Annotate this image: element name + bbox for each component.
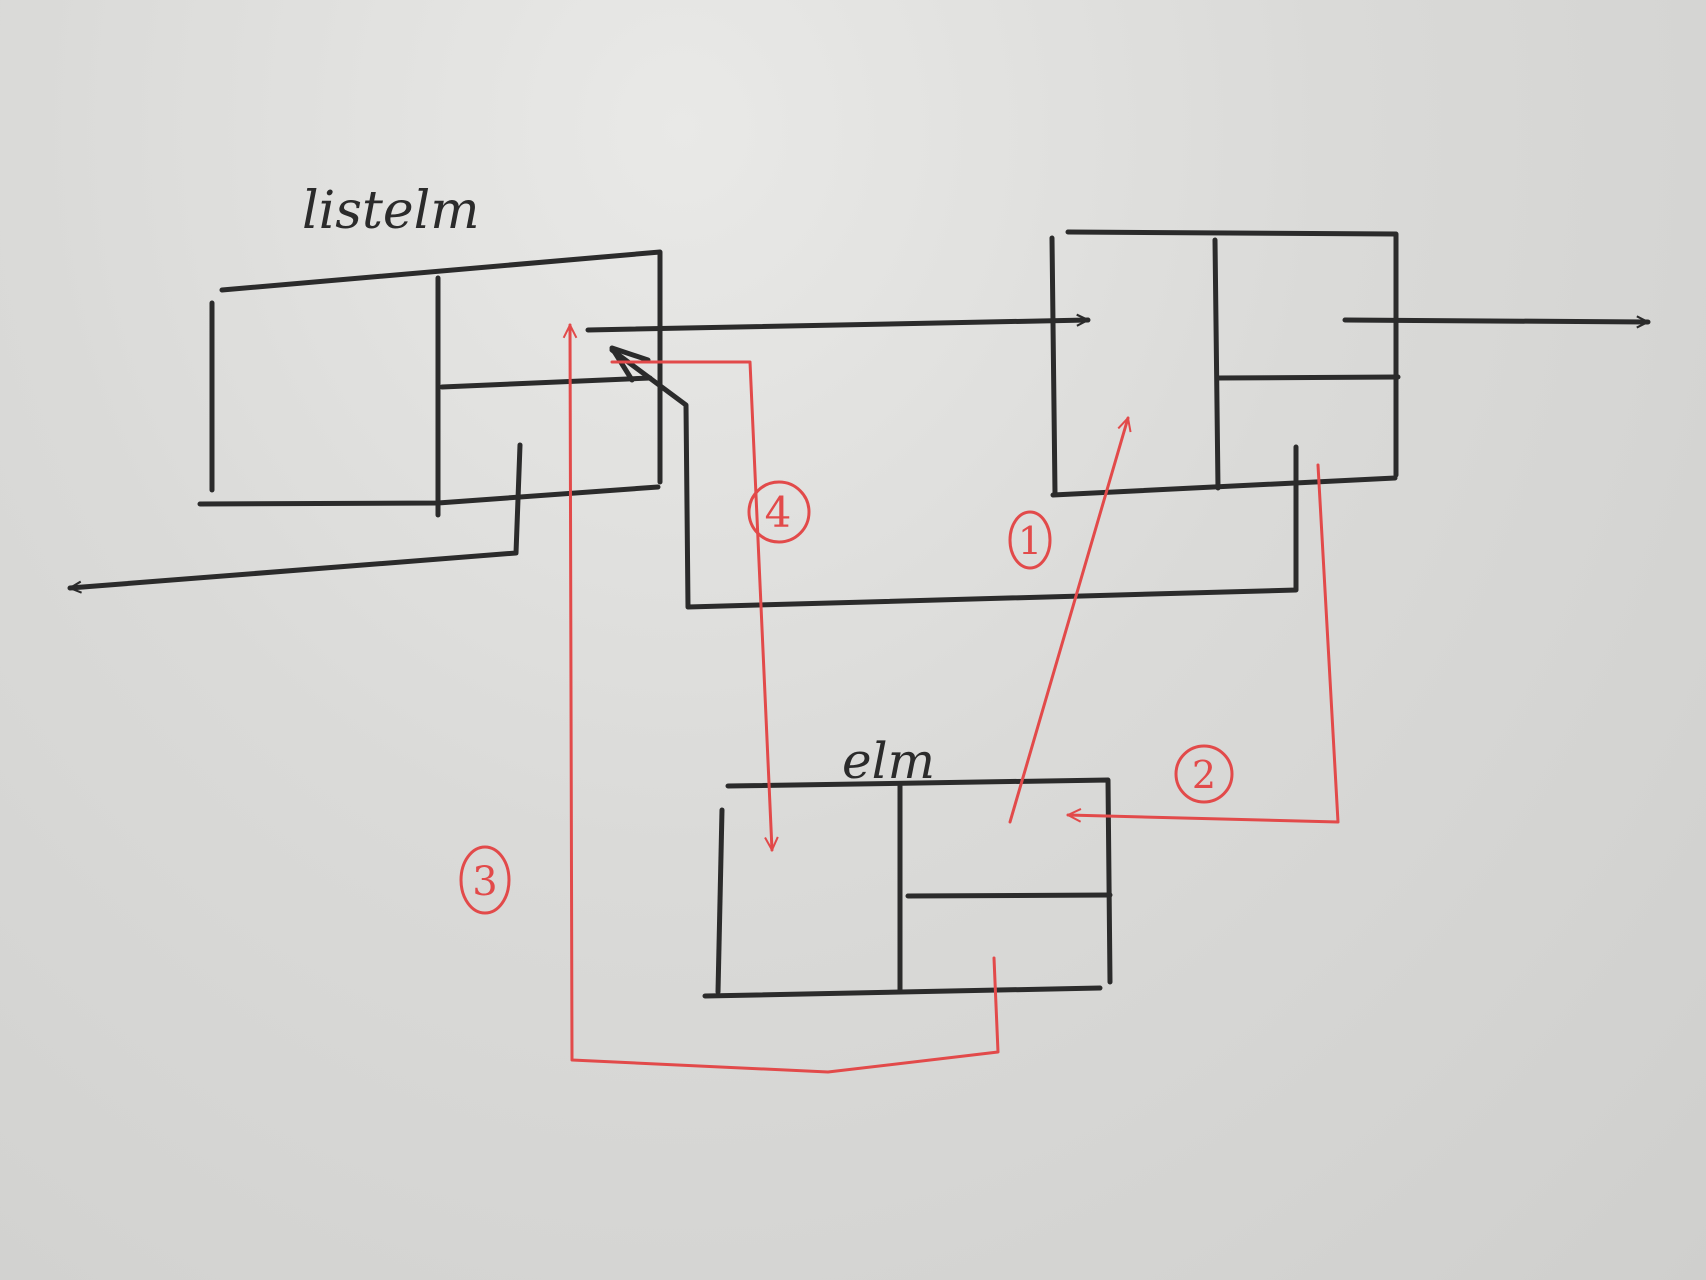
next-node-next-arrow: [1342, 320, 1651, 322]
step2-number: 2: [1192, 753, 1216, 797]
next-node-prev-arrow: [609, 347, 1299, 610]
elm-node: [702, 777, 1113, 999]
next-node: [1049, 229, 1401, 498]
step2-badge: 2: [1174, 744, 1234, 804]
step4-arrow: [610, 360, 772, 850]
listelm-label: listelm: [302, 181, 480, 241]
step4-number: 4: [765, 488, 792, 537]
step2-arrow: [1068, 463, 1340, 824]
step4-badge: 4: [747, 480, 811, 544]
step3-arrow: [570, 325, 1000, 1074]
step3-badge: 3: [459, 845, 511, 915]
elm-label: elm: [842, 732, 935, 790]
step1-number: 1: [1018, 519, 1042, 563]
next-node-prev-arrowhead: [609, 345, 651, 383]
listelm-next-arrow: [585, 320, 1091, 333]
step1-arrow: [1008, 418, 1128, 824]
step3-number: 3: [472, 859, 497, 905]
listelm-node: [197, 249, 663, 518]
listelm-prev-arrow: [67, 442, 523, 588]
step1-badge: 1: [1008, 510, 1052, 570]
